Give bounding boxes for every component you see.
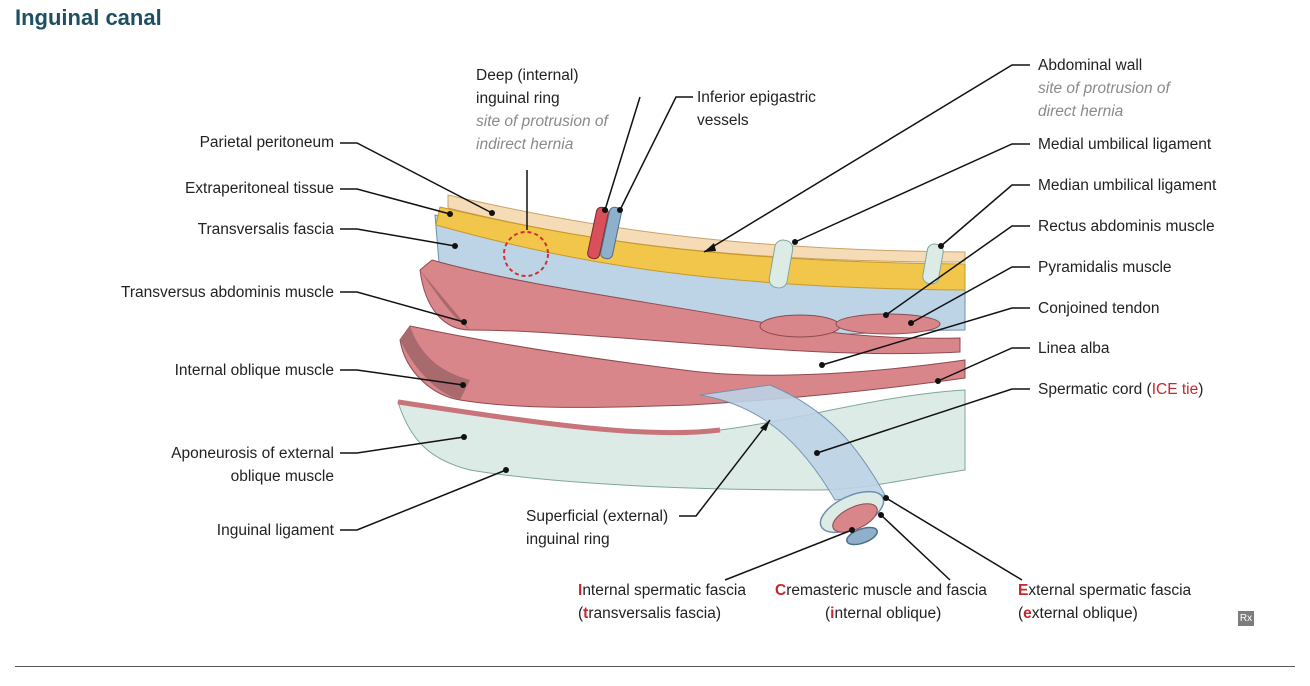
label-medial-umbilical: Medial umbilical ligament <box>1038 136 1212 153</box>
leader-dots <box>447 207 944 533</box>
label-spermatic-cord: Spermatic cord (ICE tie) <box>1038 381 1204 398</box>
spermatic-cord-end-middle <box>832 503 878 533</box>
label-pyramidalis: Pyramidalis muscle <box>1038 259 1172 276</box>
label-superficial-ring: Superficial (external) inguinal ring <box>526 508 669 548</box>
leader-lines <box>340 64 1030 581</box>
label-external-spermatic-fascia: External spermatic fascia (external obli… <box>1018 582 1192 622</box>
rx-badge: Rx <box>1238 611 1254 626</box>
internal-oblique <box>399 325 966 408</box>
epigastric-vein <box>600 206 622 260</box>
spermatic-cord-end-inner <box>846 526 878 546</box>
label-aponeurosis: Aponeurosis of external oblique muscle <box>171 445 334 485</box>
label-internal-oblique: Internal oblique muscle <box>174 362 334 379</box>
medial-umbilical-ligament <box>768 239 794 289</box>
label-extraperitoneal: Extraperitoneal tissue <box>184 180 334 197</box>
rectus-abdominis-section <box>759 314 841 338</box>
page-title: Inguinal canal <box>15 5 162 30</box>
label-cremasteric: Cremasteric muscle and fascia (internal … <box>775 582 987 622</box>
label-inguinal-ligament: Inguinal ligament <box>216 522 334 539</box>
label-transversus-abdominis: Transversus abdominis muscle <box>120 284 334 301</box>
transversus-abdominis <box>419 259 961 355</box>
label-abdominal-wall: Abdominal wall site of protrusion of dir… <box>1038 57 1170 120</box>
label-linea-alba: Linea alba <box>1038 340 1110 357</box>
extraperitoneal-fat <box>435 206 966 291</box>
deep-ring-marker <box>503 231 549 277</box>
label-rectus-abdominis: Rectus abdominis muscle <box>1038 218 1215 235</box>
label-transversalis-fascia: Transversalis fascia <box>197 221 334 238</box>
footer-divider <box>15 666 1295 667</box>
label-parietal-peritoneum: Parietal peritoneum <box>199 134 334 151</box>
label-inferior-epigastric: Inferior epigastric vessels <box>697 89 816 129</box>
label-conjoined-tendon: Conjoined tendon <box>1038 300 1160 317</box>
label-deep-ring: Deep (internal) inguinal ring site of pr… <box>476 67 608 153</box>
label-internal-spermatic-fascia: Internal spermatic fascia (transversalis… <box>578 582 746 622</box>
label-median-umbilical: Median umbilical ligament <box>1038 177 1217 194</box>
